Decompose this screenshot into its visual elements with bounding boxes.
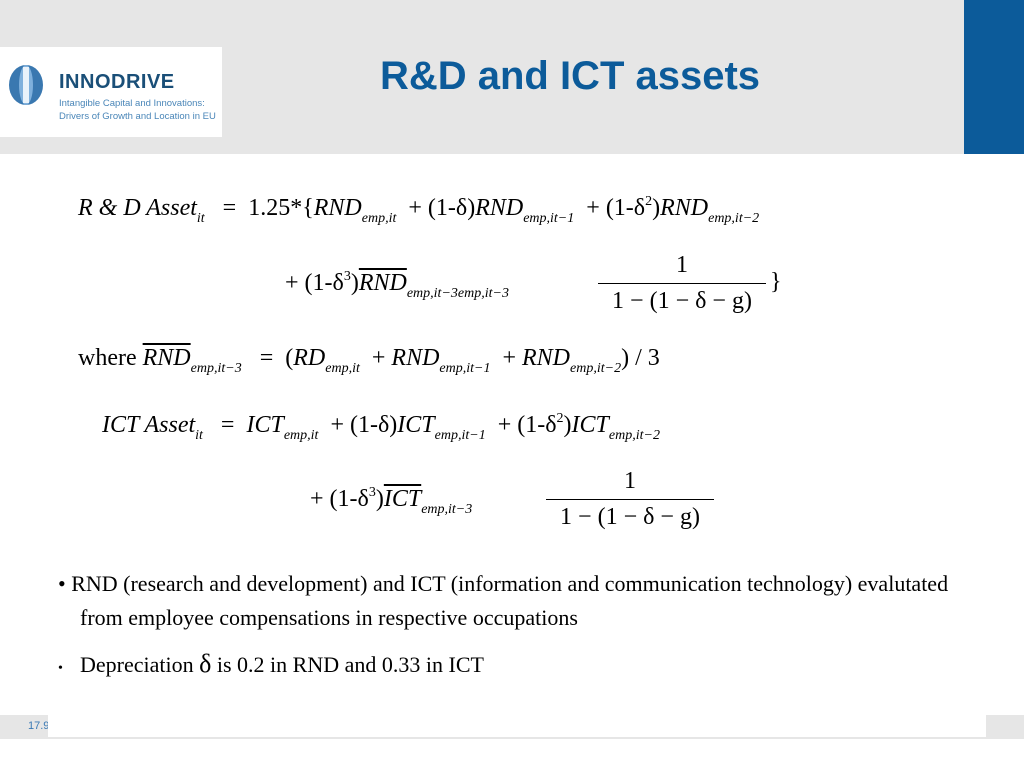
subscript: emp,it−2 — [608, 428, 660, 443]
rnd-term: RND — [475, 195, 524, 221]
closing-brace: } — [770, 269, 782, 295]
bullet-list: • RND (research and development) and ICT… — [58, 567, 968, 686]
depreciation-factor: (1-δ — [329, 486, 369, 512]
innodrive-logo: INNODRIVE Intangible Capital and Innovat… — [0, 47, 222, 137]
paren: ( — [285, 345, 294, 371]
delta-symbol: δ — [199, 649, 212, 678]
rnd-term: RND — [391, 345, 440, 371]
subscript: it — [195, 428, 203, 443]
bullet-item-1: • RND (research and development) and ICT… — [58, 567, 968, 635]
depreciation-factor: (1-δ — [605, 195, 646, 221]
logo-tagline-line-1: Intangible Capital and Innovations: — [59, 98, 205, 109]
ict-term: ICT — [397, 412, 435, 438]
rd-equation-line-2: + (1-δ3)RNDemp,it−3emp,it−3 — [285, 269, 509, 301]
fraction-numerator: 1 — [624, 468, 636, 494]
equals-sign: = — [222, 195, 237, 221]
depreciation-factor: (1-δ — [304, 270, 344, 296]
plus-sign: + — [502, 345, 517, 371]
paren: ) — [375, 486, 384, 512]
plus-sign: + — [285, 270, 299, 296]
plus-sign: + — [408, 195, 422, 221]
plus-sign: + — [371, 345, 386, 371]
plus-sign: + — [497, 412, 512, 438]
bullet-icon: • — [58, 571, 66, 596]
logo-name: INNODRIVE — [59, 71, 175, 93]
exponent: 2 — [556, 411, 564, 426]
subscript: emp,it−3 — [421, 502, 473, 517]
paren: ) — [350, 270, 359, 296]
ict-term: ICT — [571, 412, 609, 438]
ict-asset-label: ICT Asset — [102, 412, 196, 438]
subscript: emp,it−1 — [439, 361, 491, 376]
subscript: emp,it — [361, 211, 397, 226]
rnd-term: RND — [522, 345, 571, 371]
plus-sign: + — [310, 486, 324, 512]
subscript: emp,it−1 — [523, 211, 575, 226]
subscript: emp,it — [283, 428, 319, 443]
bullet-text: Depreciation — [80, 652, 194, 677]
fraction-denominator: 1 − (1 − δ − g) — [546, 499, 714, 531]
subscript: it — [196, 211, 205, 226]
ict-equation-line-2: + (1-δ3)ICTemp,it−3 — [310, 485, 472, 517]
subscript: emp,it−3 — [190, 361, 242, 376]
growth-fraction: 1 1 − (1 − δ − g) — [546, 468, 714, 531]
depreciation-factor: (1-δ — [517, 412, 557, 438]
growth-fraction: 1 1 − (1 − δ − g) — [598, 252, 766, 315]
bullet-icon: • — [58, 661, 63, 676]
plus-sign: + — [330, 412, 344, 438]
subscript: emp,it−3emp,it−3 — [406, 286, 509, 301]
rnd-average-definition: where RNDemp,it−3 = (RDemp,it + RNDemp,i… — [78, 345, 660, 376]
exponent: 2 — [645, 194, 653, 209]
ict-equation-line-1: ICT Assetit = ICTemp,it + (1-δ)ICTemp,it… — [102, 411, 660, 443]
content-background — [48, 695, 986, 737]
subscript: emp,it−2 — [708, 211, 760, 226]
rnd-average-term: RND — [142, 345, 191, 371]
coefficient: 1.25*{ — [248, 195, 314, 221]
exponent: 3 — [368, 485, 376, 500]
bullet-text: is 0.2 in RND and 0.33 in ICT — [216, 652, 484, 677]
bullet-item-2: • Depreciation δ is 0.2 in RND and 0.33 i… — [58, 647, 968, 686]
slide-title: R&D and ICT assets — [379, 54, 761, 98]
logo-globe-icon — [9, 65, 43, 105]
depreciation-factor: (1-δ) — [349, 412, 398, 438]
ict-average-term: ICT — [383, 486, 422, 512]
fraction-numerator: 1 — [676, 252, 688, 278]
rnd-term: RND — [313, 195, 362, 221]
ict-term: ICT — [246, 412, 284, 438]
rd-term: RD — [293, 345, 326, 371]
depreciation-factor: (1-δ) — [427, 195, 476, 221]
rd-asset-label: R & D Asset — [78, 195, 197, 221]
paren: ) — [652, 195, 661, 221]
exponent: 3 — [343, 269, 351, 284]
plus-sign: + — [586, 195, 600, 221]
rnd-term: RND — [660, 195, 709, 221]
paren: ) — [563, 412, 572, 438]
logo-tagline: Intangible Capital and Innovations: Driv… — [59, 97, 216, 123]
equals-sign: = — [259, 345, 274, 371]
rnd-average-term: RND — [358, 270, 407, 296]
equals-sign: = — [220, 412, 235, 438]
where-label: where — [78, 345, 137, 371]
divide-by-three: ) / 3 — [621, 345, 660, 371]
bullet-text: RND (research and development) and ICT (… — [71, 571, 949, 630]
accent-bar — [964, 0, 1024, 154]
rd-equation-line-1: R & D Assetit = 1.25*{RNDemp,it + (1-δ)R… — [78, 194, 759, 226]
logo-tagline-line-2: Drivers of Growth and Location in EU — [59, 111, 216, 122]
subscript: emp,it−1 — [434, 428, 486, 443]
footer-date: 17.9 — [28, 720, 50, 732]
subscript: emp,it−2 — [570, 361, 622, 376]
subscript: emp,it — [325, 361, 360, 376]
fraction-denominator: 1 − (1 − δ − g) — [598, 283, 766, 315]
